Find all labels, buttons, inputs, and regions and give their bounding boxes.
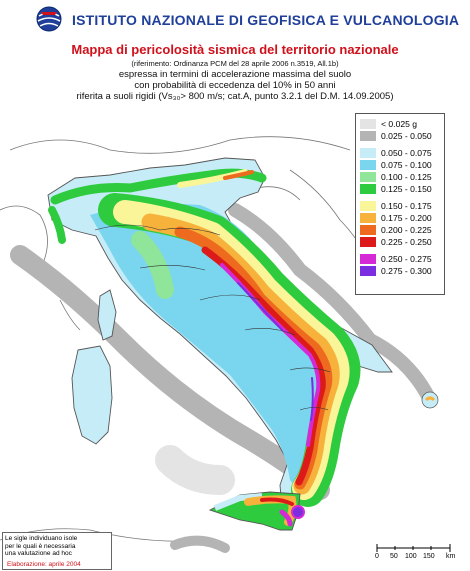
- legend-item: 0.075 - 0.100: [360, 159, 444, 171]
- legend-swatch: [360, 148, 376, 158]
- legend-label: < 0.025 g: [381, 119, 418, 129]
- legend-label: 0.025 - 0.050: [381, 131, 432, 141]
- description-line-3: riferita a suoli rigidi (Vs₃₀> 800 m/s; …: [76, 91, 394, 102]
- scale-label-100: 100: [405, 553, 417, 560]
- legend-label: 0.100 - 0.125: [381, 172, 432, 182]
- legend-item: 0.175 - 0.200: [360, 212, 444, 224]
- legend-item: 0.025 - 0.050: [360, 130, 444, 142]
- legend-swatch: [360, 131, 376, 141]
- legend-label: 0.050 - 0.075: [381, 148, 432, 158]
- legend-item: 0.150 - 0.175: [360, 200, 444, 212]
- note-line-1: Le sigle individuano isole: [5, 535, 78, 542]
- scale-label-km: km: [446, 553, 456, 560]
- legend-item: < 0.025 g: [360, 118, 444, 130]
- scale-label-50: 50: [390, 553, 398, 560]
- scale-bar: [376, 544, 451, 552]
- legend-swatch: [360, 172, 376, 182]
- description-line-1: espressa in termini di accelerazione mas…: [118, 69, 352, 80]
- region-borders: [94, 224, 331, 411]
- legend-label: 0.125 - 0.150: [381, 184, 432, 194]
- legend-label: 0.075 - 0.100: [381, 160, 432, 170]
- legend-swatch: [360, 225, 376, 235]
- legend-swatch: [360, 266, 376, 276]
- legend-label: 0.250 - 0.275: [381, 254, 432, 264]
- legend-swatch: [360, 201, 376, 211]
- header: ISTITUTO NAZIONALE DI GEOFISICA E VULCAN…: [0, 0, 470, 40]
- legend-swatch: [360, 184, 376, 194]
- reference-line: (riferimento: Ordinanza PCM del 28 april…: [131, 59, 339, 68]
- description-line-2: con probabilità di eccedenza del 10% in …: [134, 80, 336, 91]
- legend-label: 0.175 - 0.200: [381, 213, 432, 223]
- legend-swatch: [360, 119, 376, 129]
- institute-title: ISTITUTO NAZIONALE DI GEOFISICA E VULCAN…: [72, 12, 460, 28]
- legend-swatch: [360, 254, 376, 264]
- map-title: Mappa di pericolosità sismica del territ…: [71, 42, 399, 57]
- note-line-3: una valutazione ad hoc: [5, 550, 72, 557]
- legend-item: 0.225 - 0.250: [360, 236, 444, 248]
- legend-label: 0.225 - 0.250: [381, 237, 432, 247]
- elaboration-date: Elaborazione: aprile 2004: [7, 561, 81, 568]
- note-line-2: per le quali è necessaria: [5, 542, 76, 550]
- legend-item: 0.100 - 0.125: [360, 171, 444, 183]
- legend: < 0.025 g 0.025 - 0.050 0.050 - 0.075 0.075…: [355, 113, 445, 295]
- scale-label-0: 0: [375, 553, 379, 560]
- scale-label-150: 150: [423, 553, 435, 560]
- legend-item: 0.050 - 0.075: [360, 147, 444, 159]
- legend-item: 0.125 - 0.150: [360, 183, 444, 195]
- legend-swatch: [360, 237, 376, 247]
- legend-label: 0.150 - 0.175: [381, 201, 432, 211]
- legend-item: 0.275 - 0.300: [360, 265, 444, 277]
- legend-swatch: [360, 213, 376, 223]
- globe-logo-icon: [36, 6, 62, 32]
- legend-item: 0.250 - 0.275: [360, 253, 444, 265]
- note-box: Le sigle individuano isole per le quali …: [2, 532, 112, 570]
- legend-label: 0.275 - 0.300: [381, 266, 432, 276]
- legend-label: 0.200 - 0.225: [381, 225, 432, 235]
- legend-item: 0.200 - 0.225: [360, 224, 444, 236]
- legend-swatch: [360, 160, 376, 170]
